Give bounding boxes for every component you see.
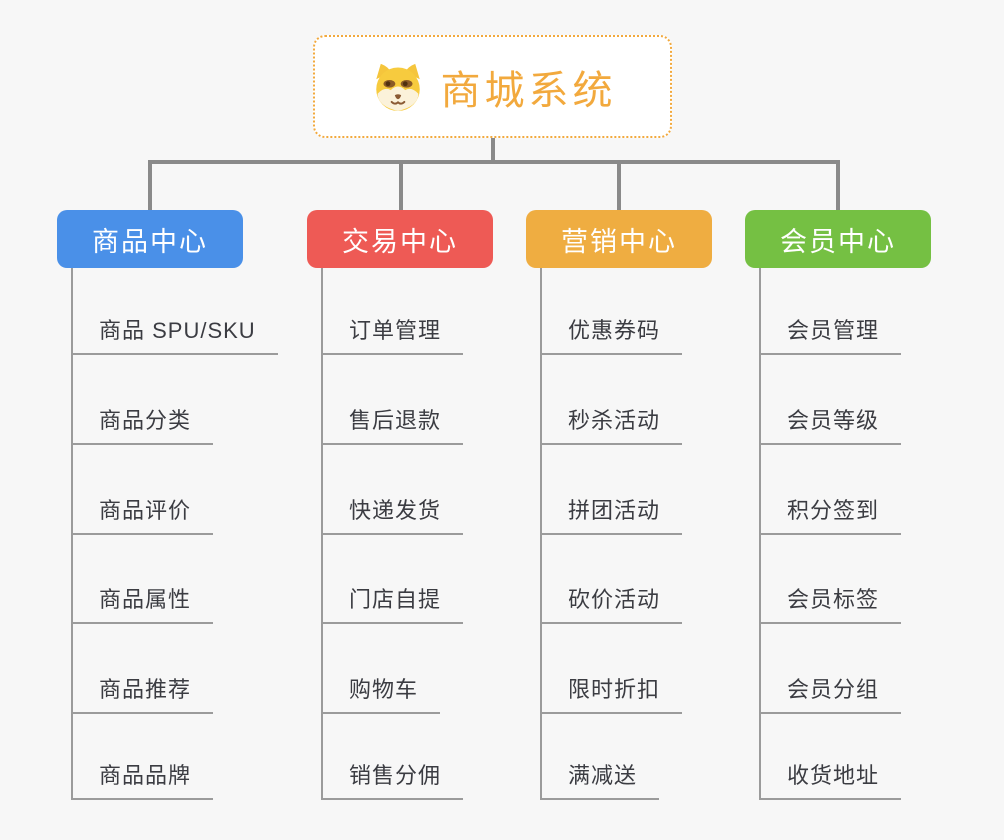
- leaf-item[interactable]: 商品推荐: [71, 676, 214, 714]
- branch-column: 交易中心 订单管理售后退款快递发货门店自提购物车销售分佣: [307, 210, 493, 800]
- connector-bus-line: [148, 160, 840, 164]
- root-node-label: 商城系统: [440, 68, 617, 113]
- leaf-item[interactable]: 快递发货: [321, 497, 464, 535]
- leaf-item[interactable]: 收货地址: [759, 762, 902, 800]
- leaf-item[interactable]: 商品评价: [71, 497, 214, 535]
- branch-node[interactable]: 营销中心: [526, 210, 712, 268]
- leaf-item[interactable]: 商品 SPU/SKU: [71, 317, 278, 355]
- leaf-item[interactable]: 商品属性: [71, 586, 214, 624]
- branch-node[interactable]: 交易中心: [307, 210, 493, 268]
- leaf-item[interactable]: 销售分佣: [321, 762, 464, 800]
- leaf-item[interactable]: 拼团活动: [540, 497, 683, 535]
- branch-column: 营销中心 优惠券码秒杀活动拼团活动砍价活动限时折扣满减送: [526, 210, 712, 800]
- leaf-item[interactable]: 会员标签: [759, 586, 902, 624]
- leaf-item[interactable]: 商品品牌: [71, 762, 214, 800]
- connector-drop-trade: [399, 160, 403, 210]
- leaf-item[interactable]: 满减送: [540, 762, 660, 800]
- branch-node[interactable]: 商品中心: [57, 210, 243, 268]
- leaf-item[interactable]: 会员管理: [759, 317, 902, 355]
- branch-node-label: 会员中心: [780, 226, 896, 257]
- leaf-item[interactable]: 会员等级: [759, 407, 902, 445]
- connector-drop-marketing: [617, 160, 621, 210]
- connector-drop-products: [148, 160, 152, 210]
- branch-column: 会员中心 会员管理会员等级积分签到会员标签会员分组收货地址: [745, 210, 931, 800]
- leaf-item[interactable]: 购物车: [321, 676, 441, 714]
- leaf-item[interactable]: 限时折扣: [540, 676, 683, 714]
- leaf-item[interactable]: 秒杀活动: [540, 407, 683, 445]
- leaf-item[interactable]: 砍价活动: [540, 586, 683, 624]
- branch-node-label: 营销中心: [561, 226, 677, 257]
- leaf-item[interactable]: 积分签到: [759, 497, 902, 535]
- branch-column: 商品中心 商品 SPU/SKU 商品分类商品评价商品属性商品推荐商品品牌: [57, 210, 278, 800]
- connector-root-drop: [491, 138, 495, 164]
- leaf-item[interactable]: 售后退款: [321, 407, 464, 445]
- branch-node-label: 商品中心: [92, 226, 208, 257]
- leaf-item[interactable]: 门店自提: [321, 586, 464, 624]
- root-node[interactable]: 商城系统: [313, 35, 672, 138]
- branch-node-label: 交易中心: [342, 226, 458, 257]
- shiba-dog-icon: [369, 61, 427, 112]
- leaf-item[interactable]: 订单管理: [321, 317, 464, 355]
- connector-drop-members: [836, 160, 840, 210]
- leaf-item[interactable]: 商品分类: [71, 407, 214, 445]
- leaf-item[interactable]: 会员分组: [759, 676, 902, 714]
- leaf-item[interactable]: 优惠券码: [540, 317, 683, 355]
- branch-node[interactable]: 会员中心: [745, 210, 931, 268]
